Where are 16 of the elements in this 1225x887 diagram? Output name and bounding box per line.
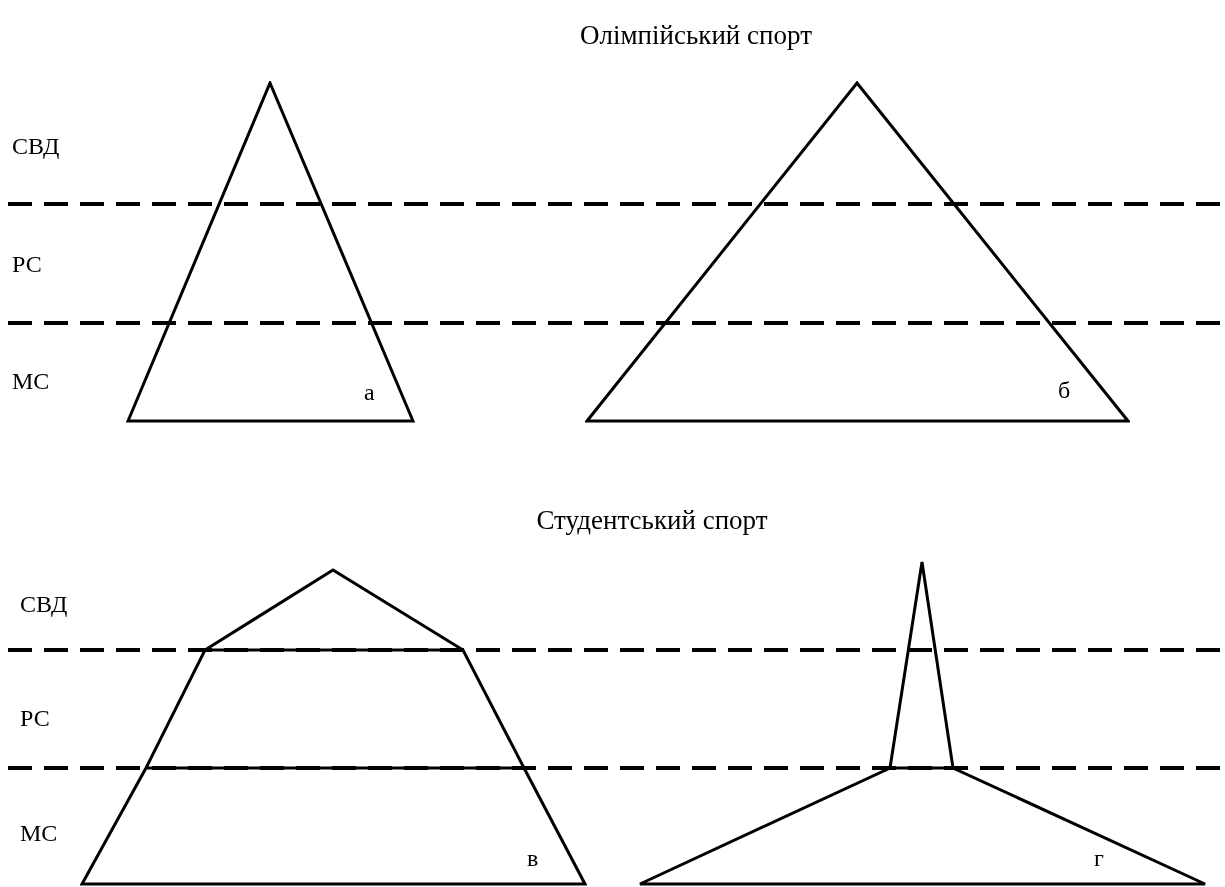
level-label: СВД xyxy=(20,592,68,616)
figure-letter: а xyxy=(364,380,375,404)
figure-letter: в xyxy=(527,846,539,870)
level-label: РС xyxy=(12,252,42,276)
level-label: МС xyxy=(20,821,58,845)
figure-letter: г xyxy=(1094,846,1104,870)
level-label: СВД xyxy=(12,134,60,158)
pyramid-figure xyxy=(80,568,587,886)
pyramid-figure xyxy=(638,560,1207,886)
level-label: МС xyxy=(12,369,50,393)
level-label: РС xyxy=(20,706,50,730)
pyramid-figure xyxy=(126,81,415,423)
section-heading: Олімпійський спорт xyxy=(580,22,812,49)
pyramid-figure xyxy=(585,81,1130,423)
figure-letter: б xyxy=(1058,378,1071,402)
section-heading: Студентський спорт xyxy=(536,507,768,534)
